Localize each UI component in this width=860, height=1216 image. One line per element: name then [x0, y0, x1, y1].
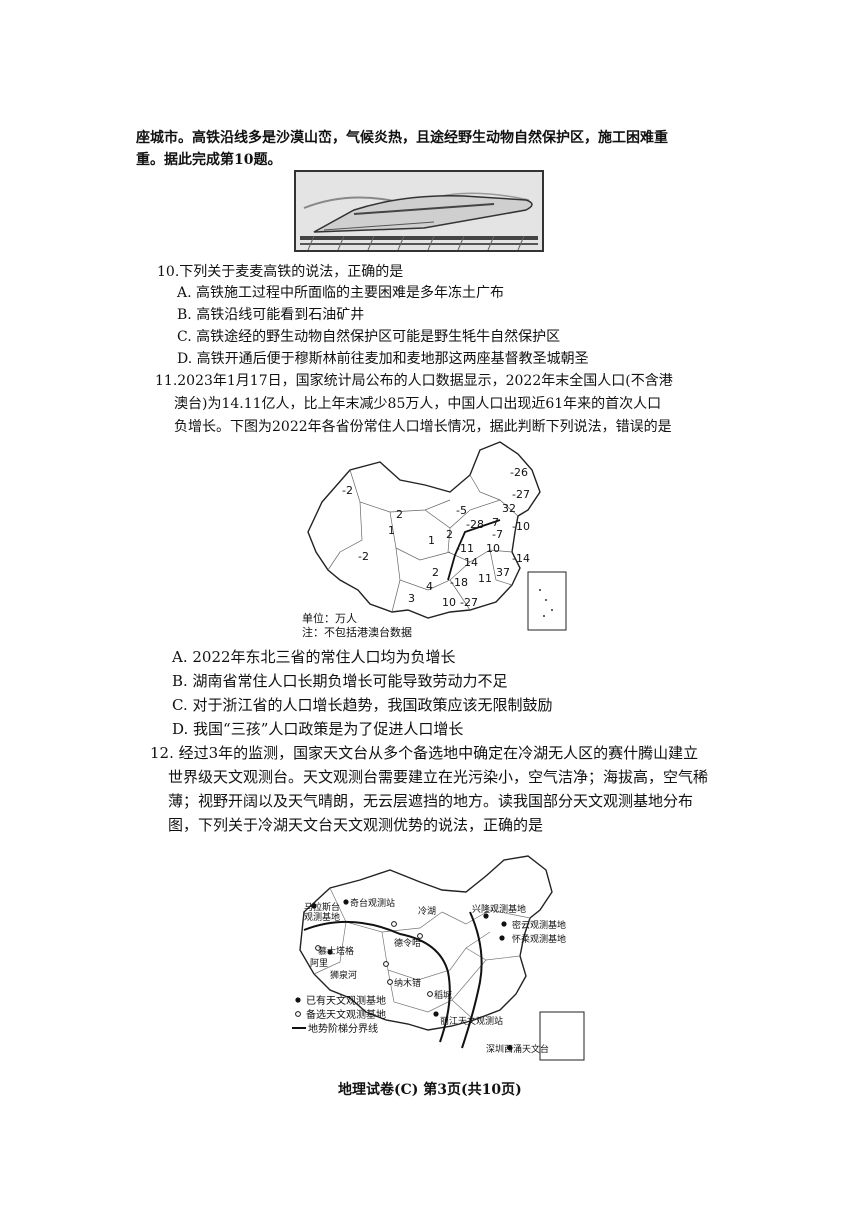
q12-stem-line-3: 薄；视野开阔以及天气晴朗，无云层遮挡的地方。读我国部分天文观测基地分布 [168, 792, 694, 810]
map-label: 纳木错 [394, 977, 421, 989]
map-value: 2 [446, 528, 453, 541]
map-note: 注：不包括港澳台数据 [302, 625, 412, 639]
q11-stem-line-1: 11.2023年1月17日，国家统计局公布的人口数据显示，2022年末全国人口(… [155, 373, 673, 389]
q11-stem-line-3: 负增长。下图为2022年各省份常住人口增长情况，据此判断下列说法，错误的是 [174, 419, 672, 435]
map-value: -10 [512, 520, 530, 533]
map-value: 10 [486, 542, 500, 555]
map-label: 深圳西涌天文台 [486, 1043, 549, 1055]
map-value: -27 [460, 596, 478, 609]
map-label: 马拉斯台 [304, 901, 340, 913]
q11-stem-line-2: 澳台)为14.11亿人，比上年末减少85万人，中国人口出现近61年来的首次人口 [174, 396, 662, 412]
map-label: 狮泉河 [330, 969, 357, 981]
map-label: 兴隆观测基地 [472, 903, 526, 915]
map-value: -14 [512, 552, 530, 565]
map-label: 密云观测基地 [512, 919, 566, 931]
q12-stem-line-2: 世界级天文观测台。天文观测台需要建立在光污染小，空气洁净；海拔高，空气稀 [168, 768, 709, 786]
map-value: -18 [450, 576, 468, 589]
population-map: -2 2 1 -2 1 -26 -27 32 -5 -28 7 -10 2 -1… [300, 440, 568, 640]
q11-option-c: C. 对于浙江省的人口增长趋势，我国政策应该无限制鼓励 [172, 696, 553, 714]
legend-boundary: 地势阶梯分界线 [308, 1022, 378, 1035]
map-unit: 单位：万人 [302, 611, 357, 625]
map-value: -2 [358, 550, 369, 563]
page-footer: 地理试卷(C) 第3页(共10页) [338, 1082, 522, 1098]
q10-option-c: C. 高铁途经的野生动物自然保护区可能是野生牦牛自然保护区 [177, 329, 561, 345]
map-value: -11 [456, 542, 474, 555]
q10-stem: 10.下列关于麦麦高铁的说法，正确的是 [157, 264, 404, 280]
legend-candidate: 备选天文观测基地 [306, 1008, 386, 1021]
intro-line-1: 座城市。高铁沿线多是沙漠山峦，气候炎热，且途经野生动物自然保护区，施工困难重 [136, 130, 668, 146]
map-value: 7 [492, 516, 499, 529]
map-value: -5 [456, 504, 467, 517]
map-value: 1 [428, 534, 435, 547]
map-value: 37 [496, 566, 510, 579]
legend-existing: 已有天文观测基地 [306, 994, 386, 1007]
q10-option-d: D. 高铁开通后便于穆斯林前往麦加和麦地那这两座基督教圣城朝圣 [177, 351, 589, 367]
map-value: -7 [492, 528, 503, 541]
map-label: 德令哈 [394, 937, 421, 949]
map-label: 怀柔观测基地 [512, 933, 566, 945]
map-label: 冷湖 [418, 905, 436, 917]
map-value: -27 [512, 488, 530, 501]
map-label: 阿里 [310, 958, 328, 969]
q11-option-a: A. 2022年东北三省的常住人口均为负增长 [172, 648, 456, 666]
map-value: -2 [342, 484, 353, 497]
map-label: 奇台观测站 [350, 897, 395, 909]
map-value: 2 [432, 566, 439, 579]
intro-line-2: 重。据此完成第10题。 [136, 152, 282, 168]
map-value: -26 [510, 466, 528, 479]
map-label: 丽江天文观测站 [440, 1015, 503, 1027]
map-value: 3 [408, 592, 415, 605]
map-value: 4 [426, 580, 433, 593]
train-photo [294, 170, 544, 252]
map-label: 慕士塔格 [318, 945, 354, 957]
q12-stem-line-1: 12. 经过3年的监测，国家天文台从多个备选地中确定在冷湖无人区的赛什腾山建立 [150, 744, 699, 762]
q12-stem-line-4: 图，下列关于冷湖天文台天文观测优势的说法，正确的是 [168, 816, 544, 834]
q11-option-d: D. 我国“三孩”人口政策是为了促进人口增长 [172, 720, 464, 738]
map-value: -28 [466, 518, 484, 531]
map-value: 2 [396, 508, 403, 521]
q10-option-a: A. 高铁施工过程中所面临的主要困难是多年冻土广布 [177, 285, 505, 301]
map-label: 稻城 [434, 990, 452, 1001]
map-label: 观测基地 [304, 911, 340, 923]
map-value: 10 [442, 596, 456, 609]
observatory-map: 马拉斯台 观测基地 奇台观测站 冷湖 阿里 狮泉河 慕士塔格 德令哈 纳木错 稻… [290, 852, 590, 1062]
map-value: 11 [478, 572, 492, 585]
map-value: 32 [502, 502, 516, 515]
q10-option-b: B. 高铁沿线可能看到石油矿井 [177, 307, 365, 323]
map-value: 1 [388, 524, 395, 537]
map-value: 14 [464, 556, 478, 569]
q11-option-b: B. 湖南省常住人口长期负增长可能导致劳动力不足 [172, 672, 508, 690]
